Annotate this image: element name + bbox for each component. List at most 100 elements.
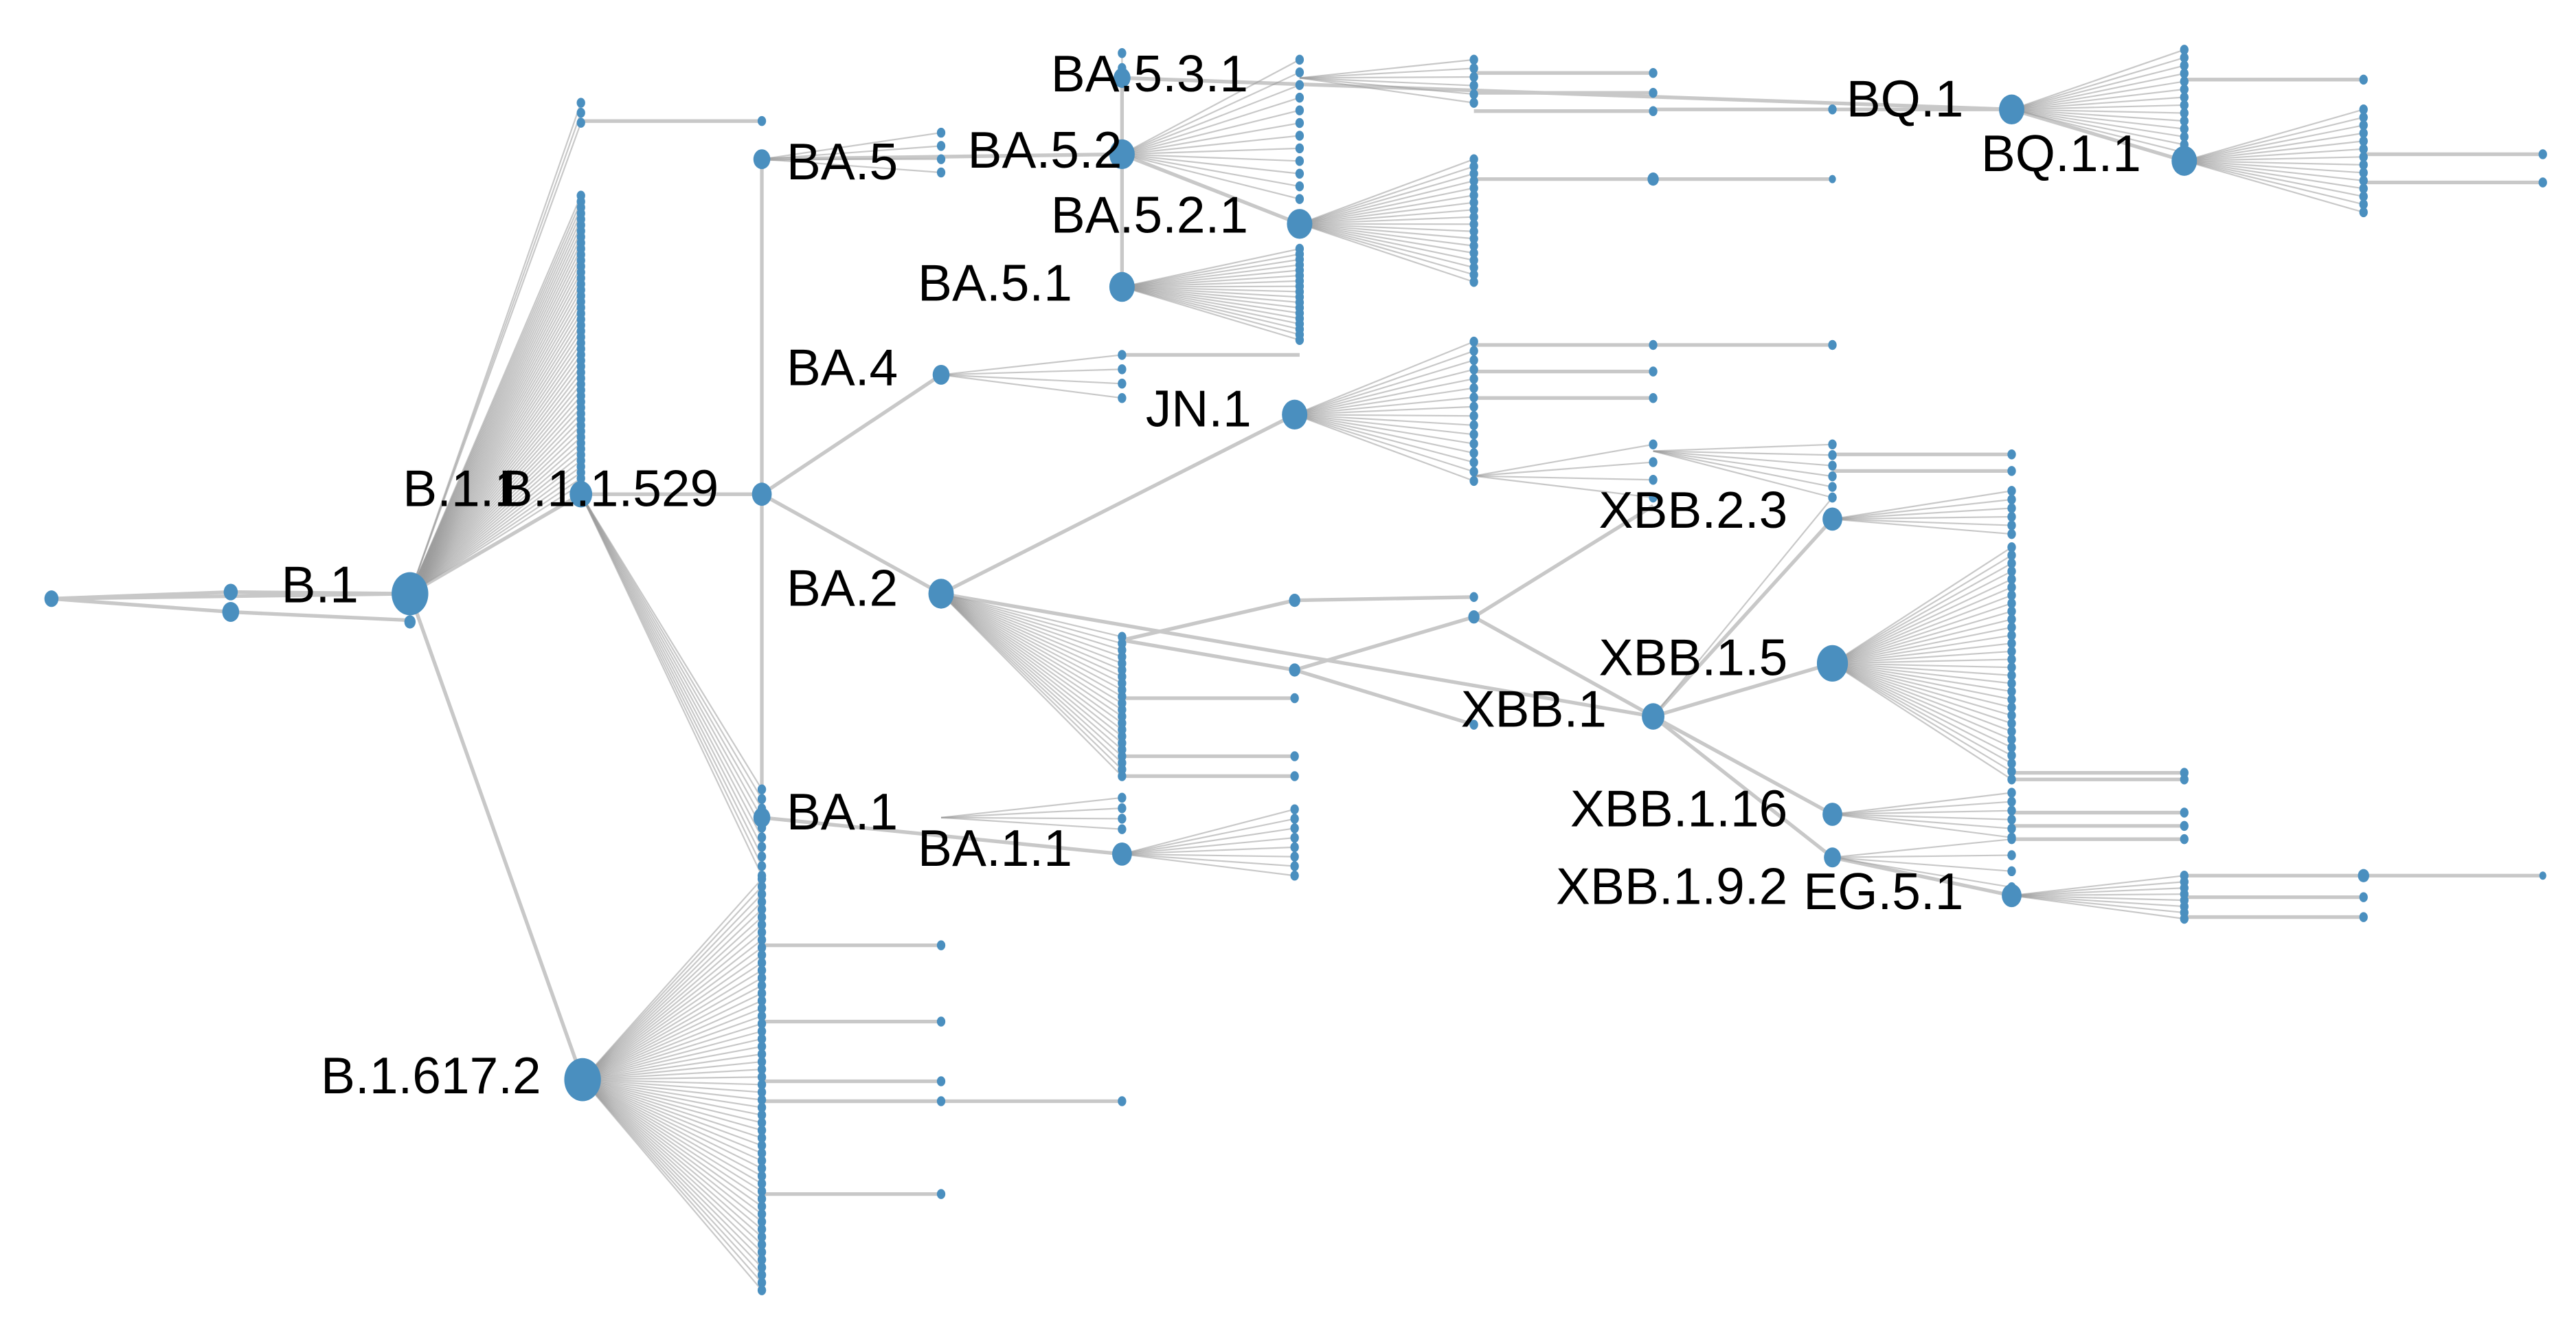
- leaf-node[interactable]: [2007, 582, 2016, 592]
- leaf-node[interactable]: [1828, 482, 1837, 492]
- leaf-node[interactable]: [1118, 392, 1127, 403]
- leaf-node[interactable]: [2180, 124, 2189, 134]
- leaf-node[interactable]: [1469, 336, 1478, 347]
- leaf-node[interactable]: [2180, 45, 2189, 55]
- variant-node-jn-1[interactable]: [1282, 399, 1308, 430]
- leaf-node[interactable]: [1828, 460, 1837, 471]
- leaf-node[interactable]: [757, 935, 767, 945]
- leaf-node[interactable]: [757, 115, 767, 126]
- variant-node-eg-5-1[interactable]: [2002, 884, 2022, 908]
- leaf-node[interactable]: [1469, 71, 1478, 82]
- leaf-node[interactable]: [757, 897, 767, 907]
- leaf-node[interactable]: [757, 1026, 767, 1036]
- leaf-node[interactable]: [1828, 471, 1837, 482]
- leaf-node[interactable]: [2359, 120, 2368, 131]
- leaf-node[interactable]: [1649, 67, 1658, 78]
- variant-node-ba-5-3-1[interactable]: [1114, 67, 1131, 88]
- leaf-node[interactable]: [757, 1018, 767, 1029]
- variant-node-ba-5-1[interactable]: [1109, 271, 1135, 302]
- leaf-node[interactable]: [1290, 693, 1299, 704]
- leaf-node[interactable]: [757, 957, 767, 968]
- leaf-node[interactable]: [1295, 143, 1304, 154]
- leaf-node[interactable]: [2007, 574, 2016, 585]
- leaf-node[interactable]: [757, 1102, 767, 1113]
- leaf-node[interactable]: [1118, 792, 1127, 803]
- leaf-node[interactable]: [1469, 438, 1478, 449]
- leaf-node[interactable]: [757, 1255, 767, 1265]
- leaf-node[interactable]: [2007, 550, 2016, 561]
- leaf-node[interactable]: [2359, 136, 2368, 146]
- leaf-node[interactable]: [757, 1194, 767, 1204]
- leaf-node[interactable]: [757, 1095, 767, 1105]
- leaf-node[interactable]: [1118, 350, 1127, 360]
- leaf-node[interactable]: [2359, 183, 2368, 194]
- leaf-node[interactable]: [2180, 68, 2189, 79]
- leaf-node[interactable]: [2007, 734, 2016, 745]
- leaf-node[interactable]: [1290, 842, 1299, 853]
- leaf-node[interactable]: [757, 861, 767, 871]
- leaf-node[interactable]: [2007, 726, 2016, 737]
- ancestor-node[interactable]: [222, 602, 240, 623]
- leaf-node[interactable]: [1649, 392, 1658, 403]
- leaf-node[interactable]: [757, 1285, 767, 1295]
- leaf-node[interactable]: [2539, 871, 2546, 880]
- leaf-node[interactable]: [1647, 172, 1659, 186]
- leaf-node[interactable]: [2180, 84, 2189, 95]
- leaf-node[interactable]: [1469, 277, 1478, 287]
- leaf-node[interactable]: [2007, 796, 2016, 807]
- variant-node-ba-1[interactable]: [753, 807, 771, 828]
- leaf-node[interactable]: [2359, 199, 2368, 210]
- leaf-node[interactable]: [2007, 520, 2016, 531]
- variant-node-ba-1-1[interactable]: [1111, 842, 1132, 866]
- variant-node-ba-4[interactable]: [932, 364, 950, 385]
- leaf-node[interactable]: [1290, 804, 1299, 814]
- leaf-node[interactable]: [757, 942, 767, 953]
- leaf-node[interactable]: [2007, 622, 2016, 633]
- leaf-node[interactable]: [2180, 115, 2189, 126]
- variant-node-ba-2[interactable]: [928, 579, 954, 609]
- leaf-node[interactable]: [757, 988, 767, 998]
- leaf-node[interactable]: [2180, 100, 2189, 111]
- variant-node-xbb-1-5[interactable]: [1816, 645, 1849, 682]
- leaf-node[interactable]: [757, 1072, 767, 1082]
- leaf-node[interactable]: [2359, 892, 2368, 902]
- leaf-node[interactable]: [1469, 190, 1478, 201]
- leaf-node[interactable]: [2359, 74, 2368, 85]
- leaf-node[interactable]: [2007, 654, 2016, 665]
- leaf-node[interactable]: [757, 881, 767, 892]
- leaf-node[interactable]: [2180, 834, 2189, 845]
- leaf-node[interactable]: [757, 1163, 767, 1174]
- leaf-node[interactable]: [2538, 149, 2547, 159]
- leaf-node[interactable]: [1828, 339, 1837, 350]
- leaf-node[interactable]: [1649, 439, 1658, 450]
- leaf-node[interactable]: [757, 1224, 767, 1235]
- leaf-node[interactable]: [757, 1003, 767, 1014]
- leaf-node[interactable]: [757, 1247, 767, 1258]
- leaf-node[interactable]: [1469, 592, 1478, 603]
- leaf-node[interactable]: [1469, 719, 1478, 730]
- leaf-node[interactable]: [1469, 89, 1478, 100]
- leaf-node[interactable]: [757, 1216, 767, 1227]
- leaf-node[interactable]: [757, 794, 767, 804]
- leaf-node[interactable]: [757, 912, 767, 922]
- leaf-node[interactable]: [1469, 457, 1478, 468]
- leaf-node[interactable]: [936, 940, 946, 950]
- leaf-node[interactable]: [2180, 913, 2189, 924]
- leaf-node[interactable]: [1118, 47, 1127, 58]
- leaf-node[interactable]: [1290, 771, 1299, 781]
- leaf-node[interactable]: [757, 981, 767, 991]
- leaf-node[interactable]: [757, 832, 767, 842]
- leaf-node[interactable]: [2007, 566, 2016, 577]
- leaf-node[interactable]: [757, 996, 767, 1006]
- variant-node-b-1[interactable]: [392, 572, 429, 616]
- leaf-node[interactable]: [2359, 144, 2368, 155]
- leaf-node[interactable]: [1469, 476, 1478, 487]
- leaf-node[interactable]: [757, 1041, 767, 1052]
- leaf-node[interactable]: [576, 107, 585, 118]
- leaf-node[interactable]: [1295, 156, 1304, 166]
- leaf-node[interactable]: [1469, 263, 1478, 273]
- leaf-node[interactable]: [1649, 87, 1658, 98]
- leaf-node[interactable]: [2359, 191, 2368, 202]
- leaf-node[interactable]: [1289, 593, 1300, 607]
- leaf-node[interactable]: [936, 127, 946, 138]
